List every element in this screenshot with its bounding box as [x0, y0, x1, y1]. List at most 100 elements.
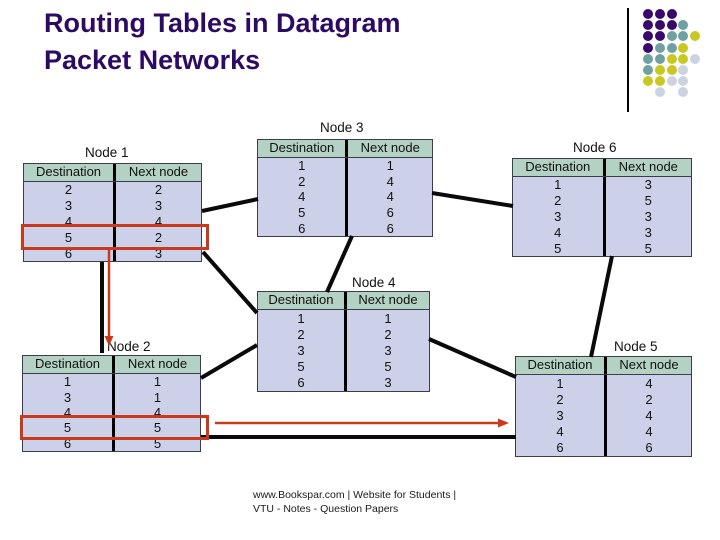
cell-destination: 1: [516, 375, 607, 392]
column-header-destination: Destination: [24, 164, 117, 181]
node2-title: Node 2: [107, 339, 151, 354]
column-header-next-node: Next node: [127, 356, 188, 371]
link-node2-node4: [199, 343, 259, 380]
link-node1-node3: [201, 197, 259, 213]
cell-next-node: 1: [153, 389, 162, 405]
link-node3-node6: [431, 191, 514, 208]
cell-destination: 1: [23, 374, 116, 390]
cell-destination: 3: [23, 389, 116, 405]
cell-next-node: 5: [153, 420, 162, 436]
cell-destination: 2: [258, 326, 347, 343]
decorative-dot: [654, 76, 665, 87]
decorative-dot: [643, 53, 653, 64]
cell-next-node: 1: [384, 310, 392, 326]
decorative-dot: [678, 20, 689, 31]
node6-title: Node 6: [573, 140, 617, 155]
decorative-dot: [678, 65, 689, 75]
decorative-dot: [690, 53, 701, 64]
decorative-dot: [666, 76, 677, 87]
column-header-destination: Destination: [516, 357, 607, 374]
decorative-dot: [666, 53, 677, 64]
cell-destination: 1: [258, 158, 349, 174]
cell-destination: 5: [23, 420, 116, 436]
cell-destination: 2: [258, 173, 349, 190]
cell-destination: 1: [258, 310, 347, 327]
cell-next-node: 1: [153, 374, 162, 390]
route-arrow-node2-to-node5: [215, 418, 509, 428]
cell-next-node: 4: [645, 375, 653, 391]
decorative-dot: [678, 76, 689, 87]
decorative-dot: [666, 31, 677, 42]
cell-next-node: 3: [384, 375, 392, 391]
cell-next-node: 4: [645, 424, 653, 440]
cell-next-node: 5: [644, 193, 652, 209]
column-header-next-node: Next node: [618, 159, 678, 174]
slide-title-line1: Routing Tables in Datagram: [44, 8, 401, 38]
cell-next-node: 6: [645, 440, 653, 456]
decorative-dot: [678, 53, 689, 64]
decorative-vertical-line: [627, 8, 629, 112]
slide-title: Routing Tables in Datagram Packet Networ…: [44, 5, 401, 79]
cell-next-node: 2: [154, 182, 163, 198]
decorative-dot: [654, 87, 665, 98]
cell-next-node: 3: [644, 177, 652, 193]
route-arrow-node1-to-node2: [104, 249, 114, 346]
decorative-dot: [666, 9, 677, 19]
cell-next-node: 1: [386, 158, 394, 174]
cell-next-node: 4: [153, 405, 162, 421]
cell-destination: 6: [258, 374, 347, 392]
cell-destination: 4: [258, 189, 349, 205]
footer: www.Bookspar.com | Website for Students …: [253, 489, 456, 516]
decorative-dot: [678, 87, 689, 98]
cell-next-node: 5: [644, 240, 652, 256]
node5-title: Node 5: [614, 339, 658, 354]
cell-next-node: 4: [386, 173, 394, 189]
cell-destination: 6: [516, 439, 607, 457]
cell-next-node: 3: [154, 245, 163, 261]
node4-title: Node 4: [352, 275, 396, 290]
cell-next-node: 3: [384, 343, 392, 358]
cell-destination: 1: [513, 177, 606, 193]
column-header-next-node: Next node: [358, 292, 418, 307]
decorative-dot: [654, 20, 665, 31]
cell-destination: 2: [24, 182, 117, 198]
cell-next-node: 2: [154, 229, 163, 245]
decorative-dot: [690, 31, 701, 42]
cell-next-node: 3: [644, 224, 652, 240]
decorative-dot: [678, 31, 689, 42]
column-header-destination: Destination: [513, 159, 606, 176]
cell-next-node: 3: [644, 208, 652, 224]
cell-destination: 4: [24, 213, 117, 230]
footer-line1: www.Bookspar.com | Website for Students …: [253, 489, 457, 501]
decorative-dot: [654, 31, 665, 42]
cell-destination: 5: [258, 358, 347, 375]
decorative-dot: [654, 65, 665, 75]
cell-destination: 2: [516, 391, 607, 408]
cell-next-node: 4: [154, 213, 163, 229]
